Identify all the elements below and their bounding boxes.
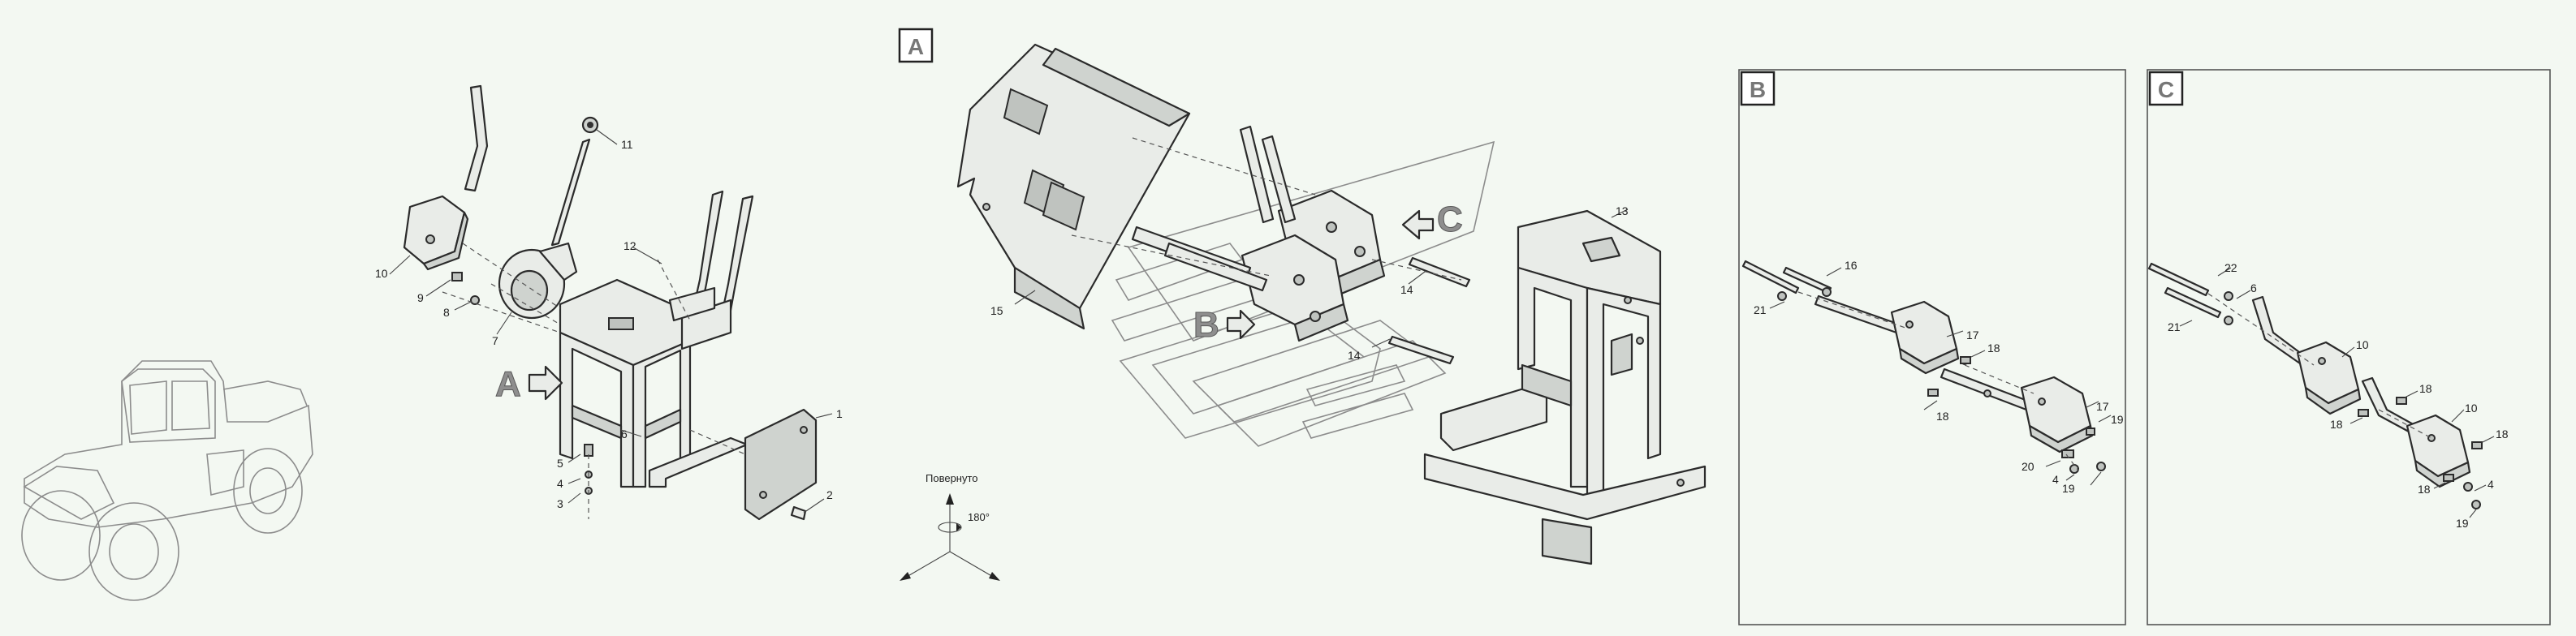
pointer-letter-c: C xyxy=(1437,200,1463,239)
callout-c-19: 19 xyxy=(2456,517,2469,530)
callout-c-21: 21 xyxy=(2168,320,2181,333)
pointer-letter-a: A xyxy=(495,364,521,404)
callout-main-7: 7 xyxy=(492,334,498,347)
callout-c-18-d: 18 xyxy=(2418,483,2431,496)
callout-main-2: 2 xyxy=(826,488,833,501)
rotation-note-text: Повернуто xyxy=(926,472,978,484)
view-c-frame xyxy=(2147,69,2551,625)
view-b: B xyxy=(1738,69,2126,625)
view-b-frame xyxy=(1738,69,2126,625)
view-a-callouts: 13 14 14 15 xyxy=(990,204,1629,362)
callout-main-6: 6 xyxy=(621,428,628,440)
callout-main-8: 8 xyxy=(443,306,450,319)
view-tag-b: B xyxy=(1750,77,1766,102)
view-tag-a-box xyxy=(898,28,934,63)
callout-main-9: 9 xyxy=(417,291,424,304)
rotation-symbol xyxy=(900,493,1000,581)
callout-main-4: 4 xyxy=(557,477,563,490)
callout-b-19-upper: 19 xyxy=(2111,413,2124,426)
rotation-note-angle: 180° xyxy=(968,511,990,523)
callout-b-18-lower: 18 xyxy=(1936,410,1949,423)
callout-b-16: 16 xyxy=(1845,259,1858,272)
pointer-arrow-b xyxy=(1226,309,1256,340)
view-c: C xyxy=(2147,69,2551,625)
tractor-thumbnail xyxy=(21,360,313,601)
view-tag-b-box xyxy=(1740,71,1776,106)
callout-c-18-b: 18 xyxy=(2330,418,2343,431)
main-callout-leaders xyxy=(389,129,833,514)
callout-main-3: 3 xyxy=(557,497,563,510)
callout-c-22: 22 xyxy=(2224,261,2237,274)
callout-c-10-lower: 10 xyxy=(2465,402,2478,415)
view-tag-c: C xyxy=(2158,77,2174,102)
view-tag-a: A xyxy=(908,34,924,59)
view-a: A xyxy=(898,28,1707,565)
pointer-arrow-a xyxy=(528,365,563,401)
callout-b-19-lower: 19 xyxy=(2062,482,2075,495)
callout-main-1: 1 xyxy=(836,407,843,420)
callout-main-5: 5 xyxy=(557,457,563,470)
control-lever xyxy=(464,84,489,192)
callout-c-18-a: 18 xyxy=(2419,382,2432,395)
callout-a-13: 13 xyxy=(1616,204,1629,217)
pointer-arrow-c xyxy=(1401,209,1435,240)
view-c-callouts: 22 6 21 10 10 18 18 18 18 4 19 xyxy=(2168,261,2509,530)
callout-b-4: 4 xyxy=(2052,473,2059,486)
cover-plate-1 xyxy=(744,408,818,521)
callout-c-10-upper: 10 xyxy=(2356,338,2369,351)
callout-b-18-upper: 18 xyxy=(1987,342,2000,355)
callout-a-14-lower: 14 xyxy=(1348,349,1361,362)
callout-main-11: 11 xyxy=(621,138,633,151)
callout-b-17-upper: 17 xyxy=(1966,329,1979,342)
callout-main-12: 12 xyxy=(624,239,636,252)
callout-c-18-c: 18 xyxy=(2496,428,2509,440)
callout-c-6: 6 xyxy=(2250,281,2257,294)
main-assembly xyxy=(403,84,818,521)
callout-c-4: 4 xyxy=(2488,478,2494,491)
pointer-letter-b: B xyxy=(1193,305,1219,345)
view-b-callouts: 16 17 17 18 18 19 19 20 4 21 xyxy=(1754,259,2124,495)
callout-b-21: 21 xyxy=(1754,303,1767,316)
view-tag-c-box xyxy=(2148,71,2184,106)
callout-main-10: 10 xyxy=(375,267,388,280)
main-callouts: 1 2 3 4 5 6 7 8 9 10 11 12 xyxy=(375,138,843,510)
cover-15 xyxy=(956,43,1191,310)
callout-a-14-upper: 14 xyxy=(1400,283,1413,296)
callout-b-17-lower: 17 xyxy=(2096,400,2109,413)
callout-a-15: 15 xyxy=(990,304,1003,317)
callout-b-20: 20 xyxy=(2022,460,2034,473)
